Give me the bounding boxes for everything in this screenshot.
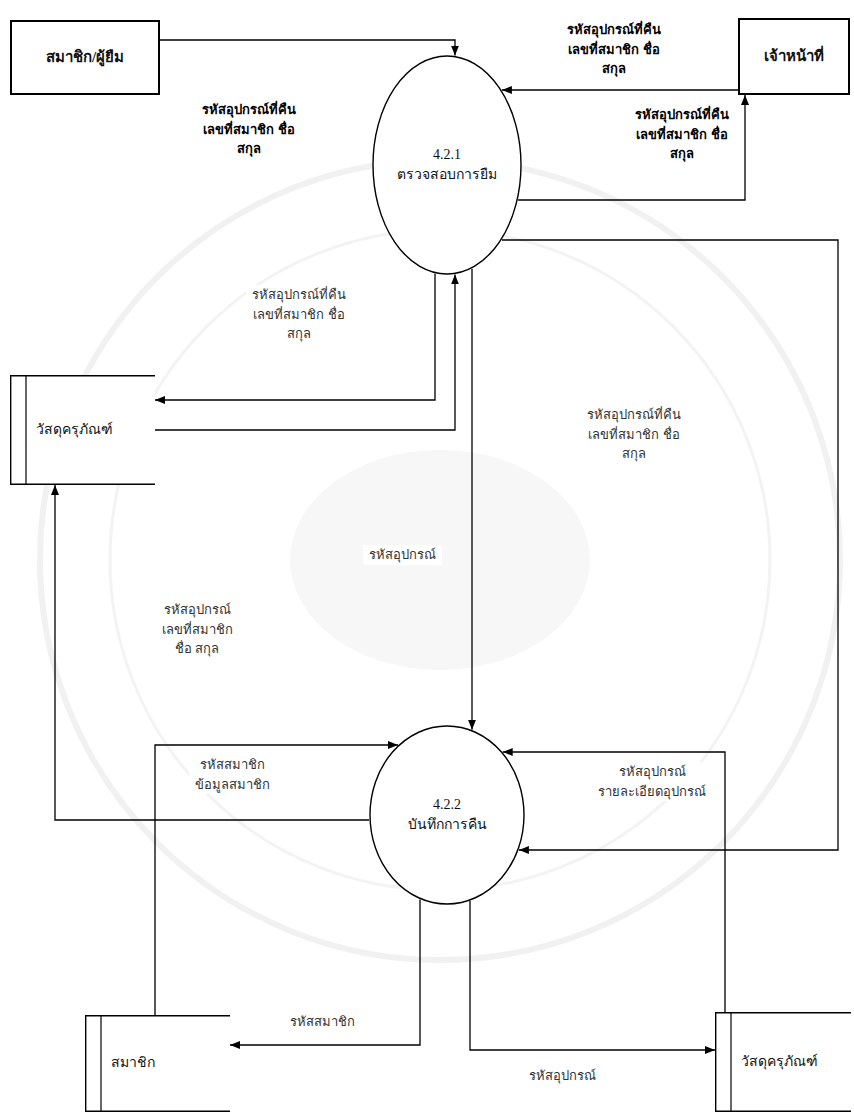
external-entity: สมาชิก/ผู้ยืม xyxy=(10,20,160,95)
flow-label-word: รหัสอุปกรณ์ที่คืน xyxy=(635,107,729,122)
flow-label-word: เลขที่สมาชิก xyxy=(203,122,274,137)
flow-label-word: รหัสอุปกรณ์ที่คืน xyxy=(567,22,661,37)
flow-label-word: ข้อมูลสมาชิก xyxy=(195,777,270,792)
flow-label-word: รหัสสมาชิก xyxy=(290,1014,355,1029)
flow-label-word: สกุล xyxy=(602,61,626,76)
data-flow-arrow xyxy=(471,269,472,730)
flow-label-word: รหัสอุปกรณ์ xyxy=(619,764,686,779)
node-label: ตรวจสอบการยืม xyxy=(397,165,497,185)
data-flow-arrow xyxy=(503,752,725,1012)
flow-label-word: เลขที่สมาชิก xyxy=(253,307,324,322)
flow-label-word: รหัสอุปกรณ์ที่คืน xyxy=(202,102,296,117)
data-flow-arrow xyxy=(155,274,435,400)
node-label: วัสดุครุภัณฑ์ xyxy=(741,1052,818,1072)
store-outline xyxy=(85,1015,230,1112)
flow-label-word: เลขที่สมาชิก xyxy=(636,127,707,142)
data-flow-arrow xyxy=(55,485,369,820)
data-flow-arrow xyxy=(160,40,455,56)
flow-label: รหัสอุปกรณ์ที่คืน เลขที่สมาชิก ชื่อ สกุล xyxy=(561,20,667,79)
data-flow-arrow xyxy=(502,89,738,90)
flow-label: รหัสอุปกรณ์ที่คืน เลขที่สมาชิก ชื่อ สกุล xyxy=(246,285,352,344)
flow-label-word: รหัสอุปกรณ์ xyxy=(529,1068,596,1083)
flow-label: รหัสสมาชิก ข้อมูลสมาชิก xyxy=(189,755,276,794)
flow-label: รหัสอุปกรณ์ที่คืน เลขที่สมาชิก ชื่อ สกุล xyxy=(581,405,687,464)
flow-label: รหัสอุปกรณ์ รายละเอียดอุปกรณ์ xyxy=(592,762,712,801)
flow-label-word: สกุล xyxy=(622,446,646,461)
flow-label-word: สกุล xyxy=(237,141,261,156)
flow-label: รหัสอุปกรณ์ xyxy=(363,545,442,565)
flow-label-word: รหัสอุปกรณ์ xyxy=(164,602,231,617)
node-label: วัสดุครุภัณฑ์ xyxy=(36,420,113,440)
flow-label-word: ชื่อ xyxy=(328,307,345,322)
process-circle: 4.2.2บันทึกการคืน xyxy=(369,725,525,905)
data-flow-arrow xyxy=(470,901,715,1050)
flow-label-word: ชื่อ xyxy=(278,122,295,137)
flow-label-word: รหัสอุปกรณ์ที่คืน xyxy=(587,407,681,422)
flow-label-word: สกุล xyxy=(670,146,694,161)
node-text-group: 4.2.1ตรวจสอบการยืม xyxy=(397,145,497,186)
node-text-group: 4.2.2บันทึกการคืน xyxy=(408,795,487,836)
node-text-group: วัสดุครุภัณฑ์ xyxy=(10,420,113,440)
flow-label-word: เลขที่สมาชิก xyxy=(162,622,233,637)
data-store: วัสดุครุภัณฑ์ xyxy=(10,375,155,485)
node-label: บันทึกการคืน xyxy=(408,815,487,835)
node-text-group: สมาชิก xyxy=(85,1053,155,1073)
flow-label: รหัสอุปกรณ์ xyxy=(523,1066,602,1086)
node-text-group: เจ้าหน้าที่ xyxy=(764,46,824,68)
data-flow-arrow xyxy=(518,95,745,200)
data-flow-arrow xyxy=(155,274,455,430)
data-store: วัสดุครุภัณฑ์ xyxy=(715,1012,851,1112)
flow-label-word: เลขที่สมาชิก xyxy=(568,42,639,57)
flow-label-word: ชื่อ xyxy=(663,427,680,442)
flow-label-word: รหัสสมาชิก xyxy=(200,757,265,772)
flow-label-word: ชื่อ xyxy=(643,42,660,57)
flow-label: รหัสอุปกรณ์ที่คืน เลขที่สมาชิก ชื่อ สกุล xyxy=(629,105,735,164)
node-text-group: วัสดุครุภัณฑ์ xyxy=(715,1052,818,1072)
flow-label-word: รหัสอุปกรณ์ xyxy=(369,547,436,562)
node-label: เจ้าหน้าที่ xyxy=(764,46,824,68)
flow-label-word: เลขที่สมาชิก xyxy=(588,427,659,442)
flow-label-word: สกุล xyxy=(287,326,311,341)
external-entity: เจ้าหน้าที่ xyxy=(738,18,850,95)
flow-label-word: สกุล xyxy=(195,641,219,656)
node-label: สมาชิก/ผู้ยืม xyxy=(46,47,124,69)
process-circle: 4.2.1ตรวจสอบการยืม xyxy=(372,55,522,275)
flow-label-word: ชื่อ xyxy=(175,641,192,656)
data-flow-arrow xyxy=(155,745,398,1015)
flow-label-word: ชื่อ xyxy=(711,127,728,142)
process-number: 4.2.1 xyxy=(397,145,497,165)
data-flow-arrow xyxy=(230,899,420,1045)
process-outline xyxy=(369,725,525,905)
flow-label-word: รายละเอียดอุปกรณ์ xyxy=(598,784,706,799)
flow-label: รหัสอุปกรณ์ เลขที่สมาชิก ชื่อ สกุล xyxy=(156,600,239,659)
flow-label-word: รหัสอุปกรณ์ที่คืน xyxy=(252,287,346,302)
data-flow-arrow xyxy=(502,240,838,850)
process-outline xyxy=(372,55,522,275)
data-store: สมาชิก xyxy=(85,1015,230,1112)
node-label: สมาชิก xyxy=(111,1053,155,1073)
flow-label: รหัสสมาชิก xyxy=(284,1012,361,1032)
node-text-group: สมาชิก/ผู้ยืม xyxy=(46,47,124,69)
process-number: 4.2.2 xyxy=(408,795,487,815)
flow-label: รหัสอุปกรณ์ที่คืน เลขที่สมาชิก ชื่อ สกุล xyxy=(196,100,302,159)
